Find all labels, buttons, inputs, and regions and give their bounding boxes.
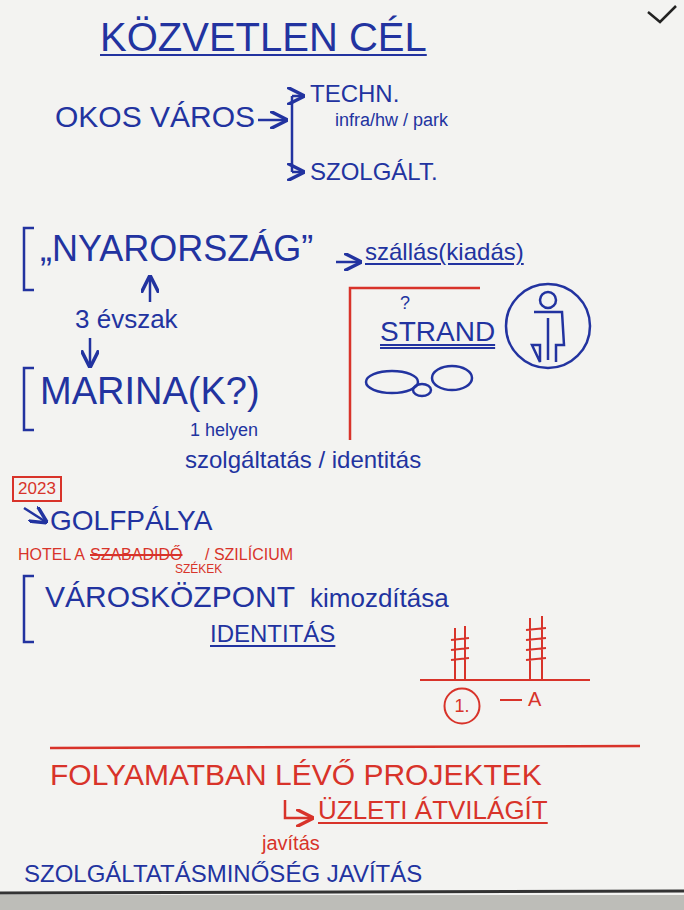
chart-base — [0, 895, 684, 910]
handwritten-note: VÁROSKÖZPONT — [45, 580, 295, 615]
handwritten-note: 3 évszak — [75, 305, 178, 335]
handwritten-note: SZABADIDŐ — [90, 546, 182, 564]
title: KÖZVETLEN CÉL — [100, 14, 427, 60]
handwritten-note: STRAND — [380, 316, 495, 348]
bracket — [24, 576, 34, 642]
handwritten-note: IDENTITÁS — [210, 620, 335, 648]
handwritten-note: HOTEL A — [18, 546, 85, 564]
circle-outline — [445, 689, 480, 724]
handwritten-note: szolgáltatás / identitás — [185, 446, 421, 474]
bracket — [24, 228, 34, 290]
handwritten-note: ÜZLETI ÁTVILÁGÍT — [318, 796, 548, 826]
node-text: 1. — [454, 696, 469, 717]
handwritten-note: FOLYAMATBAN LÉVŐ PROJEKTEK — [50, 758, 542, 793]
handwritten-note: infra/hw / park — [335, 110, 448, 131]
handwritten-note: 1 helyen — [190, 420, 258, 441]
arrow — [292, 171, 303, 174]
arrow — [336, 261, 360, 264]
handwritten-note: javítás — [262, 832, 320, 855]
handwritten-note: ? — [400, 293, 410, 314]
handwritten-note: szállás(kiadás) — [365, 238, 524, 266]
handwritten-note: MARINA(K?) — [40, 370, 260, 414]
arrow — [285, 800, 312, 818]
handwritten-note: „NYARORSZÁG” — [40, 228, 313, 269]
divider — [50, 746, 640, 748]
date-box: 2023 — [12, 476, 62, 502]
number-circle: 1. — [443, 687, 481, 725]
check-mark — [648, 6, 676, 22]
pole-sketch — [420, 616, 590, 700]
arrow — [292, 95, 303, 98]
handwritten-note: SZOLGÁLT. — [310, 158, 438, 186]
node-text: 2023 — [18, 479, 56, 499]
handwritten-note: GOLFPÁLYA — [50, 505, 212, 537]
handwritten-note: SZOLGÁLTATÁSMINŐSÉG JAVÍTÁS — [24, 860, 422, 888]
handwritten-note: A — [528, 688, 541, 711]
person-icon — [506, 284, 590, 368]
arrow — [149, 277, 152, 302]
chart-edge — [0, 891, 684, 893]
beach-doodle — [366, 366, 472, 396]
bracket — [24, 368, 34, 430]
arrow — [89, 338, 92, 366]
arrow — [24, 508, 46, 522]
handwritten-note: TECHN. — [310, 80, 399, 108]
arrow — [258, 119, 286, 122]
handwritten-note: / SZILÍCIUM — [205, 546, 293, 564]
bracket — [291, 96, 294, 172]
red-frame-line — [350, 288, 480, 440]
handwritten-note: SZÉKEK — [175, 563, 222, 577]
handwritten-note: OKOS VÁROS — [55, 100, 255, 135]
handwritten-note: kimozdítása — [310, 584, 449, 614]
